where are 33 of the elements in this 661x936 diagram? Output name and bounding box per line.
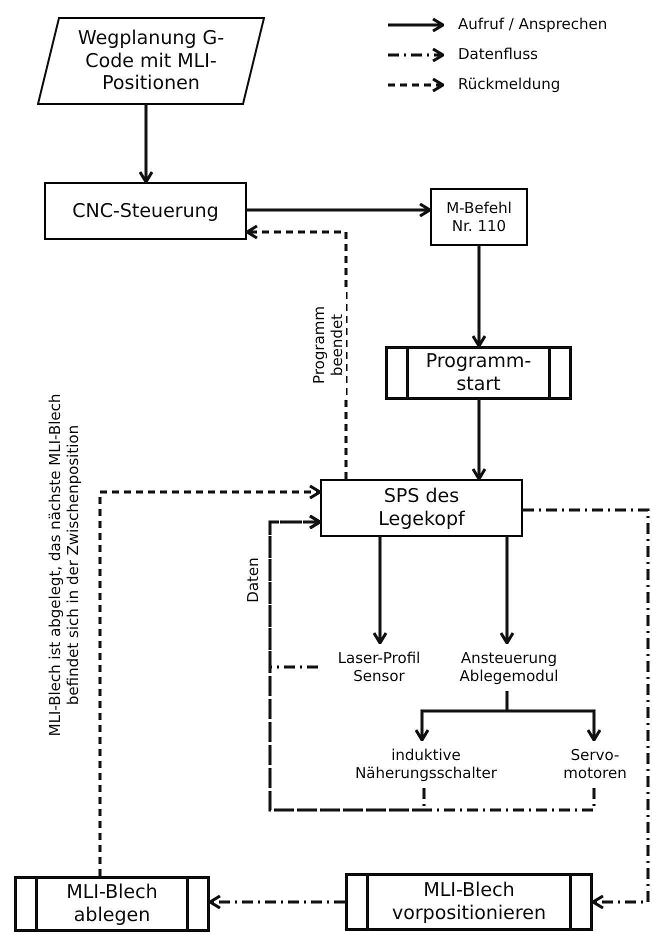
data-flow-arrow	[523, 508, 650, 910]
node-label: SPS des Legekopf	[377, 485, 466, 531]
arrow	[500, 537, 514, 644]
legend-text: Datenfluss	[458, 45, 538, 63]
process-box	[430, 188, 528, 246]
data-parallelogram	[37, 17, 265, 105]
legend-text: Aufruf / Ansprechen	[458, 15, 608, 33]
arrow	[372, 537, 388, 644]
node-label: CNC-Steuerung	[72, 200, 219, 222]
node-label: Ansteuerung Ablegemodul	[458, 649, 560, 685]
node-label: induktive Näherungsschalter	[354, 746, 498, 782]
feedback-arrow	[98, 484, 322, 876]
subprocess-box	[385, 346, 572, 400]
node-label: Wegplanung G-Code mit MLI-Positionen	[76, 26, 226, 96]
arrow	[247, 202, 432, 218]
legend-text: Rückmeldung	[458, 75, 560, 93]
arrow	[472, 400, 486, 480]
feedback-arrow	[246, 224, 348, 479]
process-box	[44, 182, 247, 240]
arrow	[472, 246, 486, 348]
node-label: M-Befehl Nr. 110	[445, 199, 513, 235]
data-flow-arrow	[208, 894, 345, 910]
node-label: MLI-Blech vorpositionieren	[390, 879, 548, 925]
arrow	[506, 691, 602, 742]
subprocess-box	[14, 876, 210, 932]
process-box	[320, 479, 523, 537]
node-label: Laser-Profil Sensor	[336, 649, 422, 685]
data-flow-arrow	[268, 514, 596, 812]
subprocess-box	[345, 873, 593, 931]
node-label: MLI-Blech ablegen	[65, 881, 159, 927]
arrow	[138, 105, 154, 184]
node-label: Programm-start	[424, 350, 532, 396]
node-label: Servo-motoren	[562, 746, 628, 782]
